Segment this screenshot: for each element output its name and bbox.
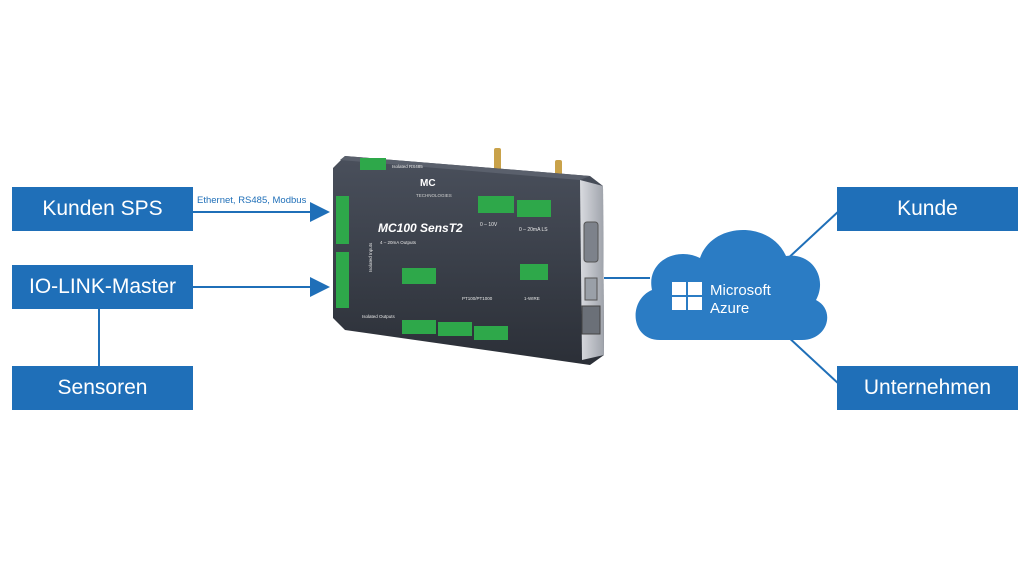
box-kunde: Kunde: [837, 187, 1018, 231]
line-cloud-to-unternehmen: [785, 334, 841, 386]
label-0-10v: 0 – 10V: [480, 222, 498, 228]
windows-logo-icon: [672, 282, 702, 310]
terminal-bottom-1: [402, 320, 436, 334]
terminal-bottom-3: [474, 326, 508, 340]
device-logo-sub: TECHNOLOGIES: [416, 193, 452, 198]
label-pt100: PT100/PT1000: [462, 296, 493, 301]
terminal-4-20ma: [402, 268, 436, 284]
terminal-1-wire: [520, 264, 548, 280]
cloud-brand-line1: Microsoft: [710, 282, 772, 299]
db9-port: [583, 221, 599, 263]
label-isolated-inputs: Isolated Inputs: [368, 242, 373, 272]
box-kunde-label: Kunde: [897, 197, 958, 220]
box-unternehmen-label: Unternehmen: [863, 376, 992, 399]
line-cloud-to-kunde: [783, 209, 841, 263]
label-0-20ma: 0 – 20mA LS: [519, 227, 548, 233]
mc100-device: MC TECHNOLOGIES MC100 SensT2 Isolated RS…: [333, 148, 604, 365]
box-kunden-sps: Kunden SPS: [12, 187, 193, 231]
label-isolated-rs485: Isolated RS485: [392, 164, 423, 169]
terminal-top-0-10v: [478, 196, 514, 213]
connection-label: Ethernet, RS485, Modbus: [197, 195, 307, 206]
box-io-link-master-label: IO-LINK-Master: [28, 275, 177, 298]
device-model: MC100 SensT2: [378, 221, 463, 235]
cloud-brand-line2: Azure: [710, 300, 749, 317]
ethernet-port: [581, 305, 601, 335]
cloud-shape: [635, 229, 828, 340]
azure-cloud: Microsoft Azure: [635, 229, 828, 340]
box-kunden-sps-label: Kunden SPS: [42, 197, 163, 220]
label-isolated-outputs: Isolated Outputs: [362, 314, 396, 319]
terminal-bottom-2: [438, 322, 472, 336]
terminal-top-rs485: [360, 158, 386, 170]
usb-port: [584, 277, 598, 301]
terminal-left-bottom: [336, 252, 349, 308]
device-logo: MC: [420, 178, 436, 189]
box-io-link-master: IO-LINK-Master: [12, 265, 193, 309]
box-unternehmen: Unternehmen: [837, 366, 1018, 410]
label-1-wire: 1-WIRE: [524, 296, 540, 301]
terminal-top-0-20ma: [517, 200, 551, 217]
box-sensoren: Sensoren: [12, 366, 193, 410]
terminal-left-top: [336, 196, 349, 244]
box-sensoren-label: Sensoren: [57, 376, 148, 399]
label-outputs-4-20: 4 – 20mA Outputs: [380, 240, 417, 245]
